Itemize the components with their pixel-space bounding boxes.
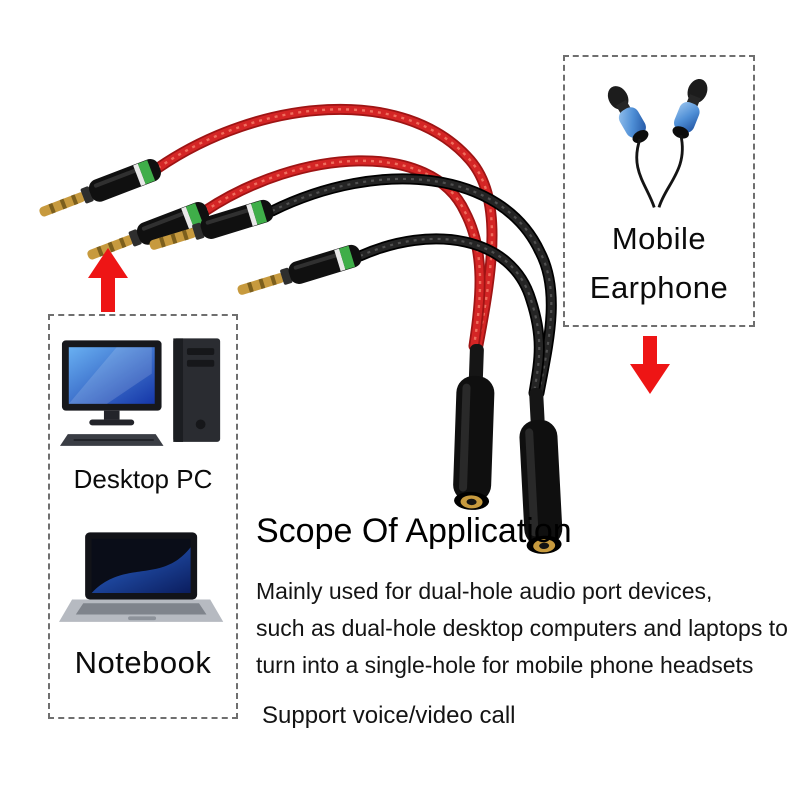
earphones-icon: [607, 78, 708, 208]
female-jack-icon: [452, 343, 497, 511]
scope-line: such as dual-hole desktop computers and …: [256, 615, 788, 641]
audio-splitter-cables-illustration: [35, 103, 564, 555]
mobile-earphone-box: Mobile Earphone: [563, 55, 755, 327]
scope-support-line: Support voice/video call: [262, 702, 516, 729]
arrow-up-icon: [88, 248, 128, 312]
scope-line: Mainly used for dual-hole audio port dev…: [256, 578, 713, 604]
desktop-pc-icon: [60, 338, 221, 446]
notebook-label: Notebook: [74, 645, 212, 680]
earphone-label-line2: Earphone: [589, 270, 729, 305]
scope-section: Scope Of Application Mainly used for dua…: [256, 512, 796, 730]
scope-line: turn into a single-hole for mobile phone…: [256, 652, 754, 678]
male-plug-icon: [234, 242, 364, 302]
black-splitter-cable: [146, 173, 564, 555]
scope-title: Scope Of Application: [256, 512, 572, 550]
computer-devices-box: Desktop PC Notebook: [48, 314, 238, 719]
male-plug-icon: [35, 156, 164, 224]
desktop-pc-label: Desktop PC: [73, 464, 213, 494]
arrow-down-icon: [630, 336, 670, 394]
notebook-icon: [59, 532, 224, 622]
earphone-label-line1: Mobile: [611, 221, 707, 256]
